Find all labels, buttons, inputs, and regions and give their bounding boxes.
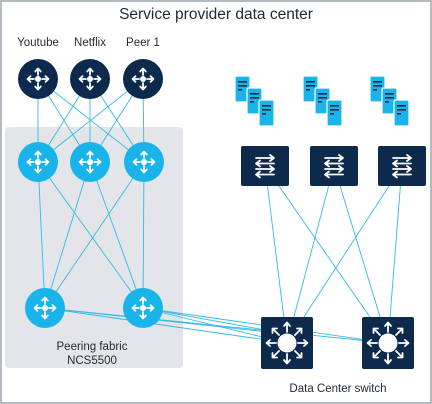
access-switch-2[interactable] bbox=[310, 146, 358, 186]
label-youtube: Youtube bbox=[17, 37, 59, 49]
fabric-label-line1: Peering fabric bbox=[57, 341, 128, 353]
access-switch-3[interactable] bbox=[378, 146, 426, 186]
dc-switch-1[interactable] bbox=[261, 317, 313, 369]
fabric-edge-router-2[interactable] bbox=[123, 288, 163, 328]
diagram-title: Service provider data center bbox=[119, 6, 313, 23]
youtube-router[interactable] bbox=[18, 59, 58, 99]
fabric-router-2[interactable] bbox=[70, 142, 110, 182]
netflix-router[interactable] bbox=[70, 59, 110, 99]
fabric-router-1[interactable] bbox=[18, 142, 58, 182]
dc-switch-2[interactable] bbox=[362, 317, 414, 369]
fabric-edge-router-1[interactable] bbox=[25, 288, 65, 328]
fabric-label-line2: NCS5500 bbox=[67, 355, 117, 367]
access-switch-1[interactable] bbox=[241, 146, 289, 186]
peer-1-router[interactable] bbox=[123, 59, 163, 99]
dc-switch-label: Data Center switch bbox=[289, 383, 386, 395]
fabric-router-3[interactable] bbox=[124, 142, 164, 182]
label-netflix: Netflix bbox=[74, 37, 106, 49]
label-peer-1: Peer 1 bbox=[126, 37, 160, 49]
